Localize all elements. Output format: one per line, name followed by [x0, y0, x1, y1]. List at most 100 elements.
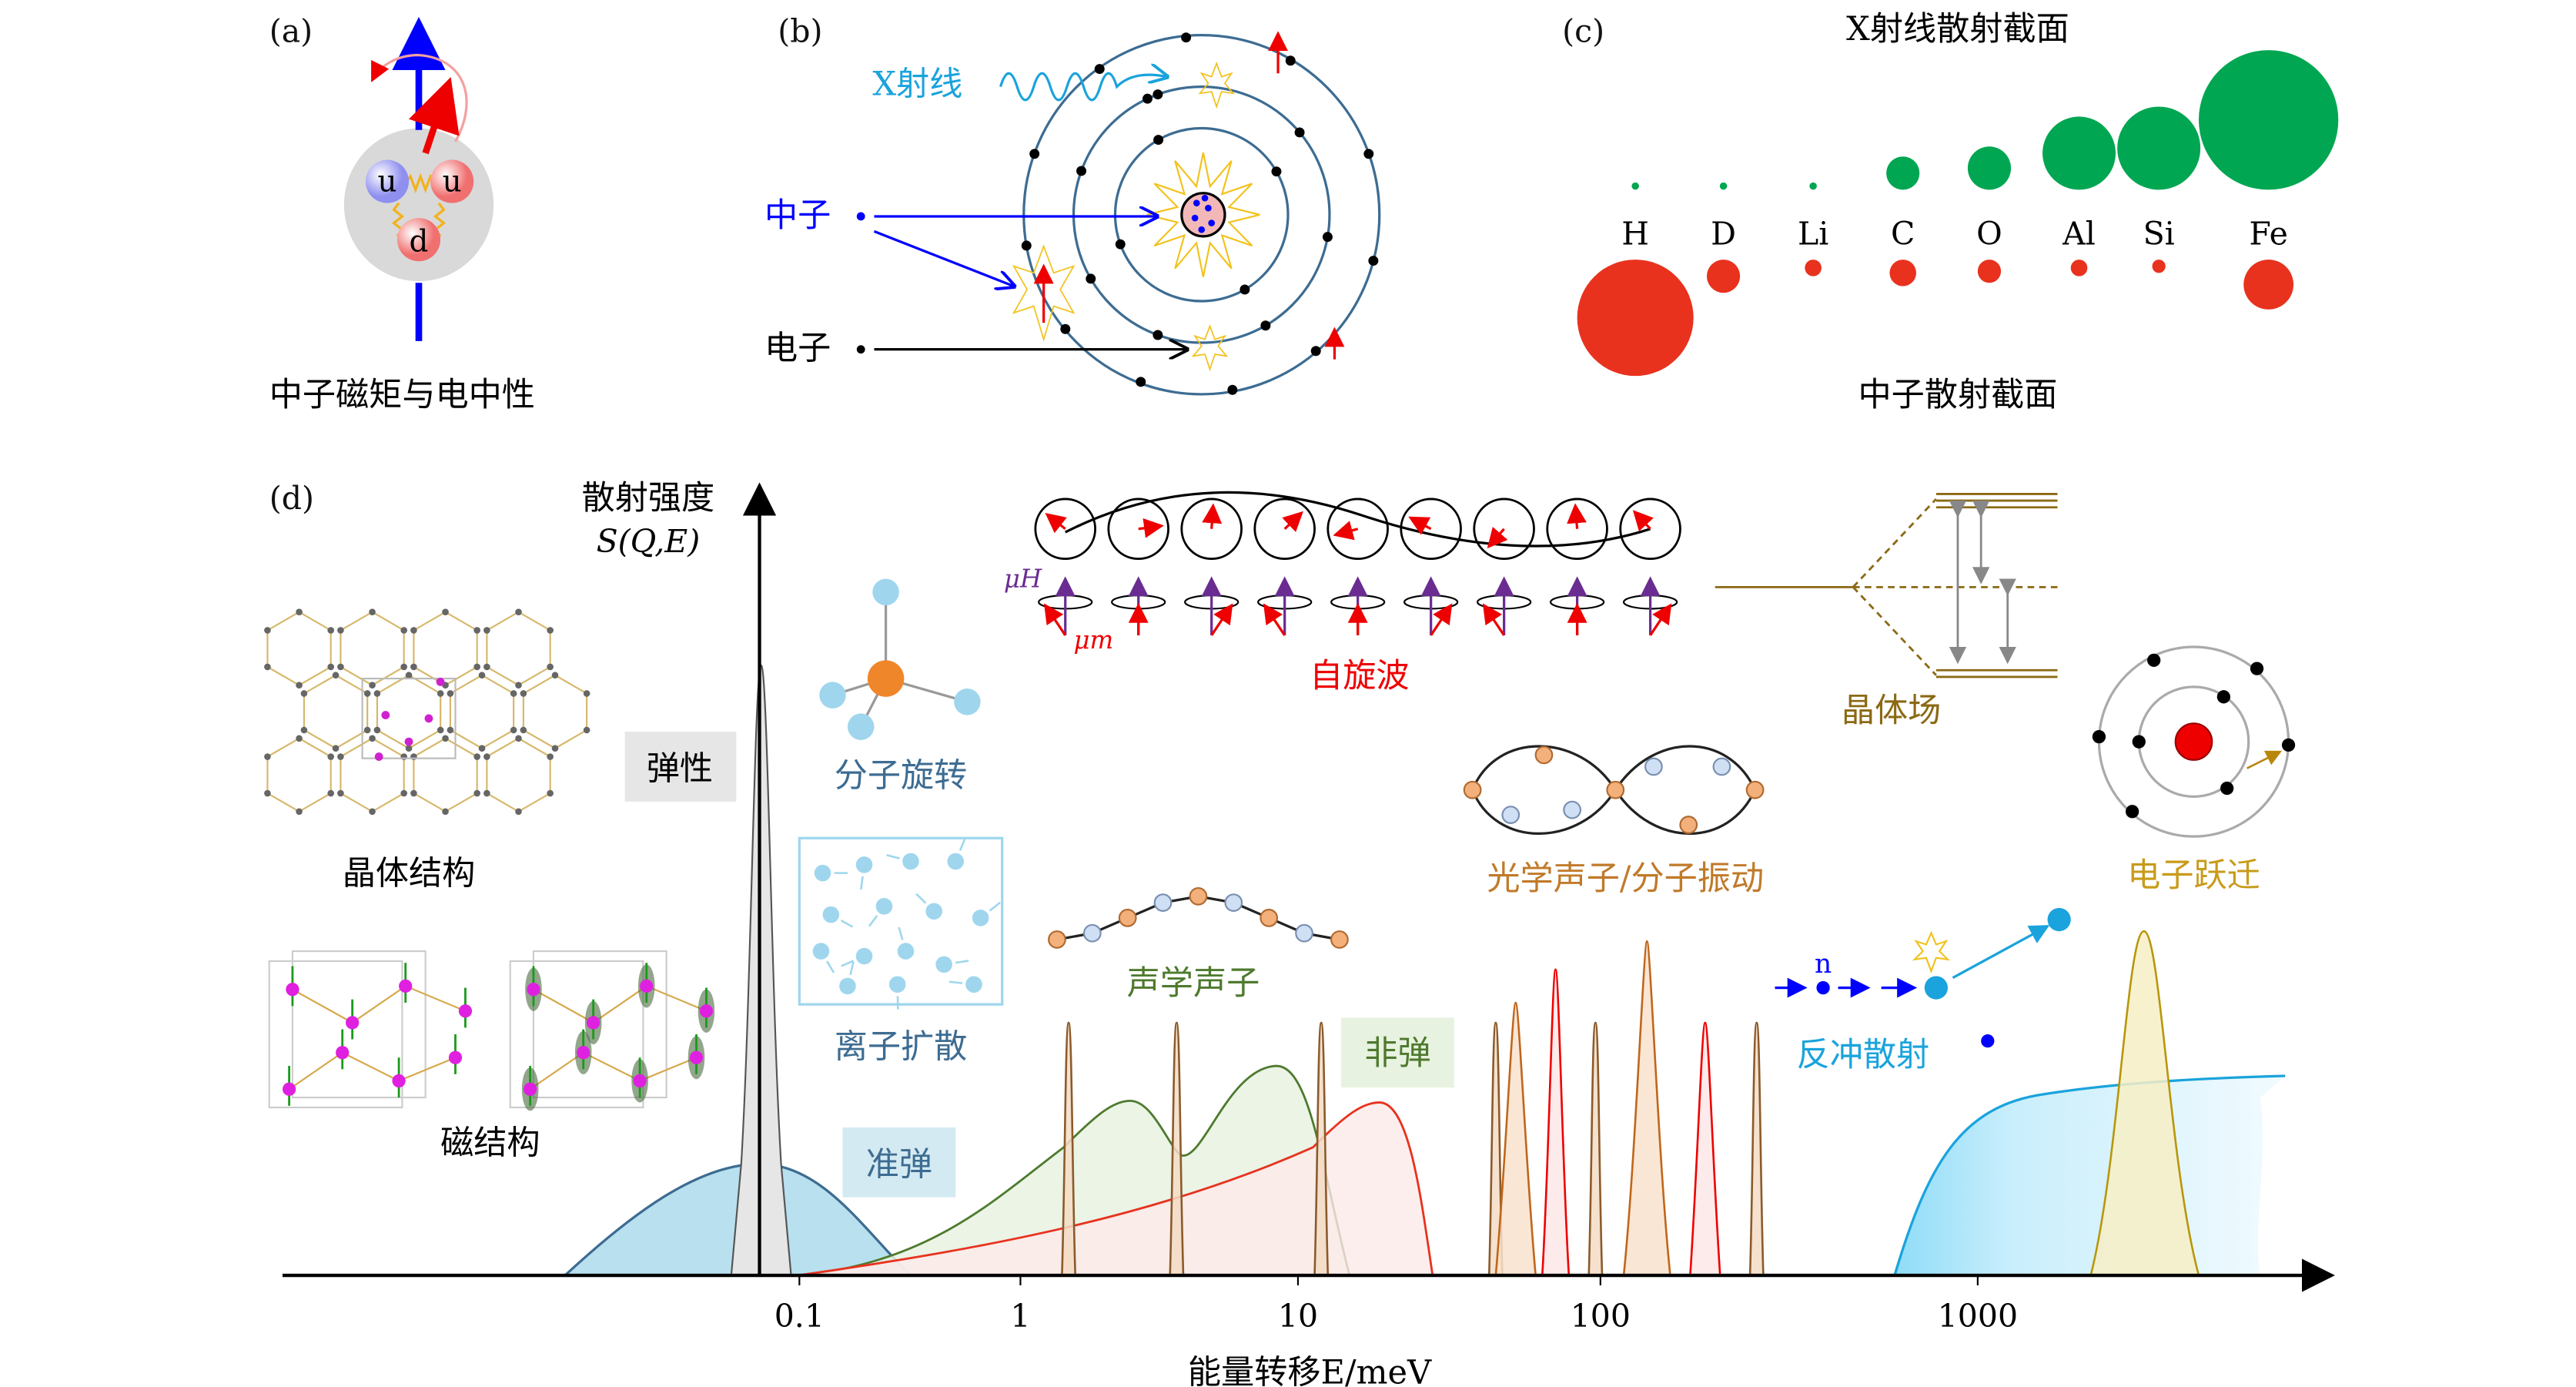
lattice-atom — [296, 735, 303, 742]
ion-motion-arrow — [841, 960, 855, 967]
lattice-atom — [264, 663, 271, 671]
element-c: C — [1886, 156, 1920, 286]
orbit-electron — [1271, 166, 1282, 177]
positive-ion — [1534, 745, 1554, 765]
bond — [530, 1051, 697, 1091]
magnetic-cell-canted — [509, 950, 715, 1111]
cell-box — [291, 950, 427, 1099]
lattice-atom — [478, 745, 486, 752]
elastic-label: 弹性 — [647, 750, 713, 789]
magnetic-atom — [689, 1050, 704, 1064]
element-symbol: H — [1621, 216, 1649, 253]
lattice-atom — [264, 789, 271, 797]
acoustic-phonon-label: 声学声子 — [1127, 964, 1260, 1003]
magnetic-atom — [399, 979, 413, 993]
xray-cross-section-circle — [2042, 116, 2116, 190]
bond — [533, 985, 707, 1024]
ion-diffusion-label: 离子扩散 — [835, 1027, 968, 1066]
positive-ion — [1189, 886, 1208, 906]
lattice-atom — [296, 608, 303, 616]
molecular-rotation-image — [819, 578, 981, 740]
positive-ion — [1606, 780, 1625, 799]
recoil-band — [1894, 1076, 2286, 1276]
precession-circle — [1034, 498, 1096, 561]
cell-box — [532, 950, 667, 1099]
mu-h-label: μH — [1004, 564, 1042, 593]
orbit-electron — [1029, 149, 1040, 159]
interstitial-atom — [436, 677, 445, 686]
mu-m-label: μm — [1074, 625, 1114, 655]
precession-arrow — [371, 53, 468, 142]
lattice-atom — [442, 608, 449, 616]
ion-motion-arrow — [948, 980, 963, 984]
ion — [855, 947, 873, 965]
lattice-cell — [413, 737, 478, 813]
electron-label: 电子 — [764, 330, 831, 368]
element-o: O — [1967, 146, 2012, 283]
element-h: H — [1577, 182, 1694, 377]
lattice-atom — [551, 745, 559, 752]
negative-ion — [1712, 757, 1731, 776]
x-axis-label: 能量转移E/meV — [1188, 1353, 1432, 1387]
element-d: D — [1706, 182, 1741, 293]
precession-circle — [1473, 498, 1535, 561]
y-axis-label-formula: S(Q,E) — [597, 523, 701, 560]
x-tick-label: 1 — [1010, 1298, 1030, 1335]
precession-circle — [1107, 498, 1169, 561]
lattice-atom — [400, 627, 407, 634]
precession-circle — [1400, 498, 1462, 561]
down-quark — [396, 218, 441, 262]
lattice-atom — [264, 753, 271, 760]
orbit-electron — [1021, 240, 1032, 251]
ion-motion-arrow — [860, 876, 864, 890]
elastic-box — [624, 732, 737, 802]
nucleus — [1180, 192, 1226, 238]
magnetic-moment-arrow — [1430, 603, 1453, 636]
orbit-electron — [1310, 346, 1321, 357]
lattice-cell — [266, 737, 332, 813]
lattice-atom — [296, 808, 303, 816]
ion-motion-arrow — [898, 926, 904, 940]
excitation-peak — [1748, 1021, 1765, 1277]
panel-b: (b) X射线 中子 电子 — [764, 12, 1381, 396]
spectra — [561, 664, 2286, 1277]
narrow-peaks — [1061, 940, 1765, 1277]
lattice-atom — [483, 663, 490, 671]
lattice-atom — [473, 789, 480, 797]
incident-electron — [856, 345, 865, 354]
neutron-cross-section-circle — [1805, 260, 1822, 276]
negative-ion — [1563, 800, 1582, 819]
crystal-structure-image — [264, 608, 590, 816]
positive-ion — [1048, 930, 1066, 949]
orbit-electron — [1294, 127, 1305, 138]
y-axis-label: 散射强度 — [582, 479, 715, 518]
lattice-atom — [327, 627, 335, 634]
panel-d-label: (d) — [269, 480, 314, 517]
quark-label: d — [410, 224, 429, 259]
lattice-atom — [332, 745, 340, 752]
ion-motion-arrow — [826, 960, 835, 973]
bond — [292, 985, 466, 1024]
lattice-atom — [515, 808, 522, 816]
x-tick-label: 100 — [1571, 1298, 1631, 1335]
ion — [855, 856, 873, 873]
lattice-atom — [483, 627, 490, 634]
spin-wave-envelope — [1064, 491, 1651, 548]
lattice-cell — [303, 674, 369, 749]
precession-circle — [1180, 498, 1243, 561]
excitation-peak — [1061, 1021, 1077, 1277]
negative-ion — [1501, 806, 1521, 824]
magnetic-atom — [523, 1082, 537, 1096]
magnetic-atom — [527, 983, 540, 997]
incident-neutron — [856, 212, 865, 221]
lattice-atom — [478, 672, 486, 679]
excitation-peak — [1494, 1001, 1537, 1277]
orbit-electrons — [1021, 32, 1379, 395]
ion — [965, 976, 982, 993]
panel-c-label: (c) — [1562, 12, 1604, 49]
excitation-peak — [1587, 1021, 1604, 1277]
